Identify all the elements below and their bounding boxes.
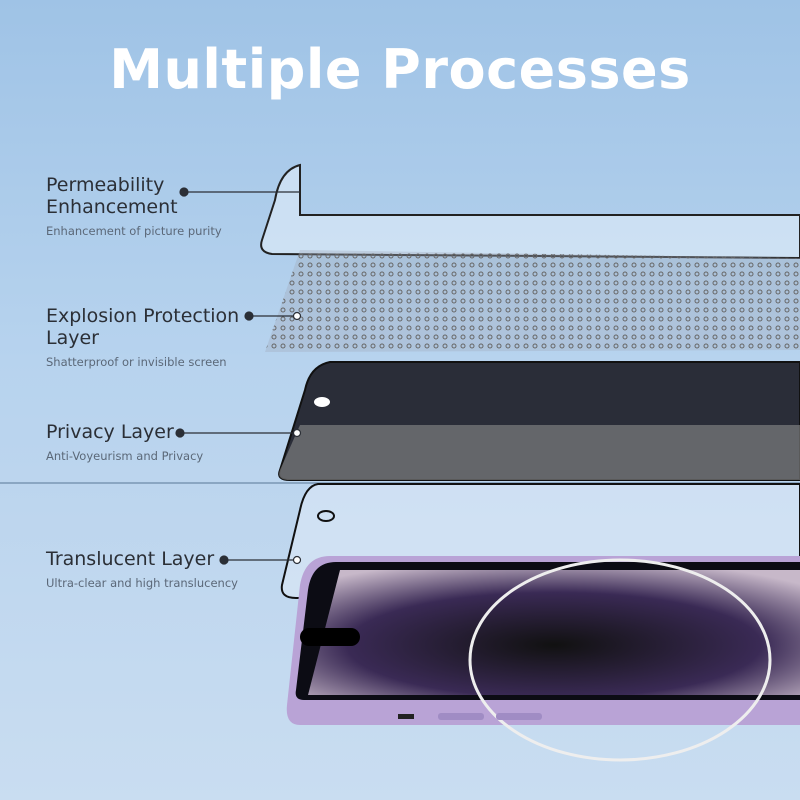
layer-desc: Ultra-clear and high translucency	[46, 576, 238, 590]
layer-name: Enhancement	[46, 196, 178, 218]
layer-desc: Anti-Voyeurism and Privacy	[46, 449, 204, 463]
callout-lines	[175, 187, 300, 565]
explosion-protection-layer	[265, 250, 800, 352]
layer-label-privacy: Privacy Layer Anti-Voyeurism and Privacy	[46, 421, 203, 463]
permeability-layer	[260, 163, 800, 260]
layer-label-translucent: Translucent Layer Ultra-clear and high t…	[46, 548, 238, 590]
layer-name: Explosion Protection	[46, 305, 240, 327]
layer-desc: Enhancement of picture purity	[46, 224, 222, 238]
layer-desc: Shatterproof or invisible screen	[46, 355, 227, 369]
phone	[286, 556, 800, 762]
layer-label-explosion: Explosion Protection Layer Shatterproof …	[46, 305, 239, 369]
layer-label-permeability: Permeability Enhancement Enhancement of …	[46, 174, 222, 238]
layer-name: Permeability	[46, 174, 165, 196]
page-title: Multiple Processes	[109, 38, 691, 101]
layer-name: Layer	[46, 327, 99, 349]
layer-name: Privacy Layer	[46, 421, 174, 443]
layer-name: Translucent Layer	[46, 548, 215, 570]
